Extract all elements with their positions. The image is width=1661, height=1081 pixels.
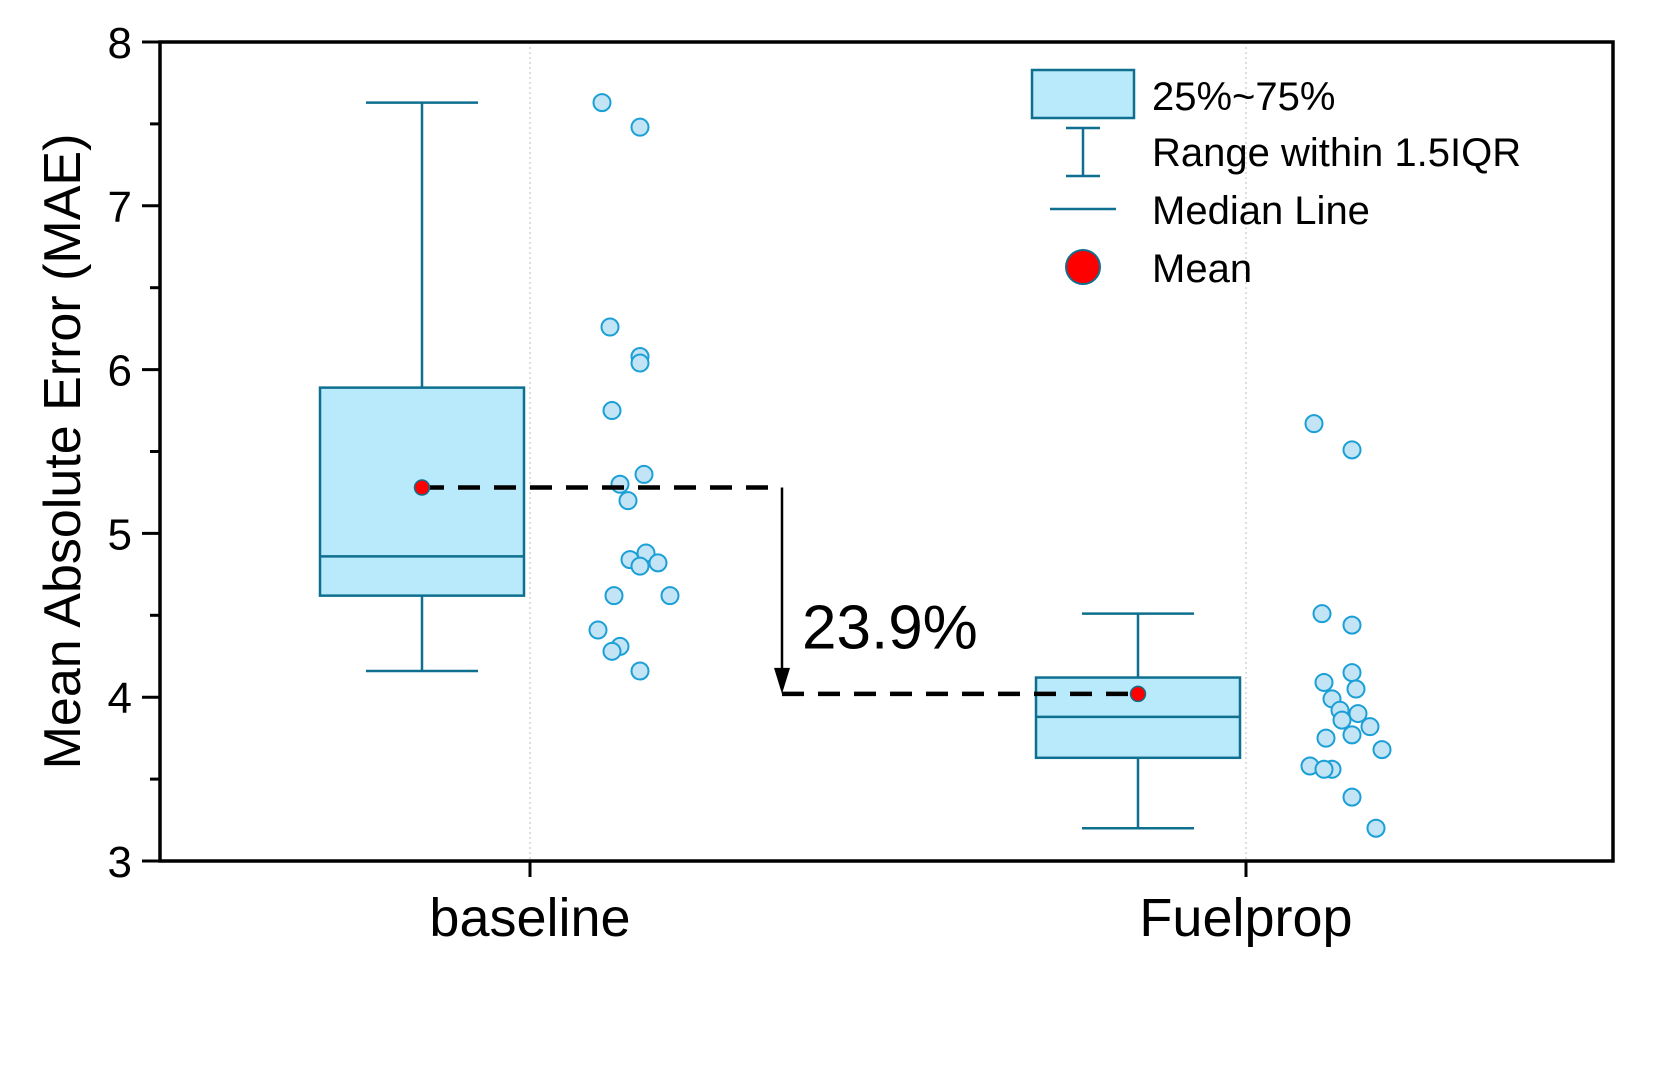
legend: 25%~75% Range within 1.5IQR Median Line …: [1030, 68, 1521, 291]
y-axis-title: Mean Absolute Error (MAE): [34, 134, 92, 770]
data-point: [630, 661, 650, 681]
data-point: [1312, 604, 1332, 624]
data-point: [592, 93, 612, 113]
annotation-arrow-head: [774, 667, 790, 694]
y-tick-label: 6: [108, 347, 132, 396]
data-point: [1346, 679, 1366, 699]
y-tick-label: 5: [108, 510, 132, 559]
y-tick-label: 7: [108, 183, 132, 232]
data-point: [630, 117, 650, 137]
data-point: [600, 317, 620, 337]
y-tick-label: 3: [108, 838, 132, 887]
data-point: [648, 553, 668, 573]
annotation-percent-label: 23.9%: [802, 594, 978, 663]
data-point: [1314, 759, 1334, 779]
axes-layer: [142, 40, 1615, 877]
data-point: [602, 401, 622, 421]
data-point: [610, 474, 630, 494]
data-point: [602, 641, 622, 661]
x-tick-labels: baseline Fuelprop: [429, 888, 1352, 948]
legend-mean-swatch: [1065, 249, 1101, 285]
data-point: [618, 491, 638, 511]
data-point: [660, 586, 680, 606]
data-point: [1316, 728, 1336, 748]
y-tick-label: 4: [108, 674, 132, 723]
data-point: [1304, 414, 1324, 434]
data-point: [1342, 615, 1362, 635]
data-point: [1342, 725, 1362, 745]
legend-label-range: Range within 1.5IQR: [1152, 131, 1521, 175]
data-point: [634, 464, 654, 484]
data-point: [1366, 818, 1386, 838]
legend-box-swatch: [1030, 68, 1136, 120]
data-point: [1342, 787, 1362, 807]
mean-marker-Fuelprop: [1129, 685, 1147, 703]
y-tick-label: 8: [108, 19, 132, 68]
data-point: [1332, 710, 1352, 730]
data-point: [1360, 717, 1380, 737]
data-point: [1372, 740, 1392, 760]
scatter-points-layer: [588, 93, 1392, 838]
box-Fuelprop: [1034, 612, 1242, 830]
box-baseline: [318, 101, 526, 673]
y-tick-labels: 3 4 5 6 7 8: [108, 19, 132, 887]
data-point: [588, 620, 608, 640]
legend-label-median: Median Line: [1152, 189, 1370, 233]
legend-label-iqr: 25%~75%: [1152, 75, 1335, 119]
data-point: [604, 586, 624, 606]
data-point: [630, 353, 650, 373]
data-point: [1348, 704, 1368, 724]
grid-lines: [529, 42, 1247, 861]
data-point: [1342, 663, 1362, 683]
data-point: [1314, 672, 1334, 692]
boxes-layer: [318, 101, 1242, 830]
x-category-label-baseline: baseline: [429, 888, 630, 948]
data-point: [630, 556, 650, 576]
data-point: [1342, 440, 1362, 460]
mean-marker-baseline: [413, 479, 431, 496]
legend-label-mean: Mean: [1152, 247, 1252, 291]
x-category-label-Fuelprop: Fuelprop: [1139, 888, 1352, 948]
annotation-layer: 23.9%: [413, 479, 1147, 703]
